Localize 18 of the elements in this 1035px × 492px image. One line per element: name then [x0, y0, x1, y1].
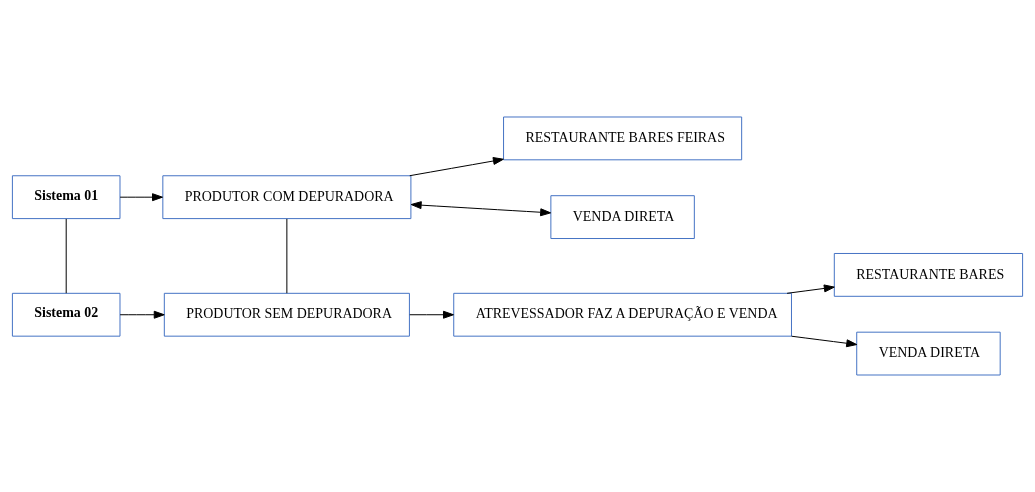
node-box: PRODUTOR SEM DEPURADORA	[163, 292, 410, 337]
arrow	[410, 201, 552, 217]
connector	[286, 218, 288, 294]
node-box: RESTAURANTE BARES	[833, 252, 1024, 297]
arrow	[119, 310, 165, 319]
connector	[65, 218, 67, 294]
node-box: Sistema 02	[11, 292, 121, 337]
arrow	[791, 335, 858, 348]
node-box: PRODUTOR COM DEPURADORA	[162, 175, 412, 220]
node-box: RESTAURANTE BARES FEIRAS	[503, 116, 743, 161]
node-box: ATREVESSADOR FAZ A DEPURAÇÃO E VENDA	[453, 292, 792, 337]
node-box: Sistema 01	[11, 175, 121, 220]
arrow	[119, 193, 163, 202]
arrow	[786, 284, 835, 294]
arrow	[409, 310, 454, 319]
node-box: VENDA DIRETA	[856, 331, 1001, 376]
arrow	[409, 157, 504, 177]
node-box: VENDA DIRETA	[550, 195, 695, 240]
